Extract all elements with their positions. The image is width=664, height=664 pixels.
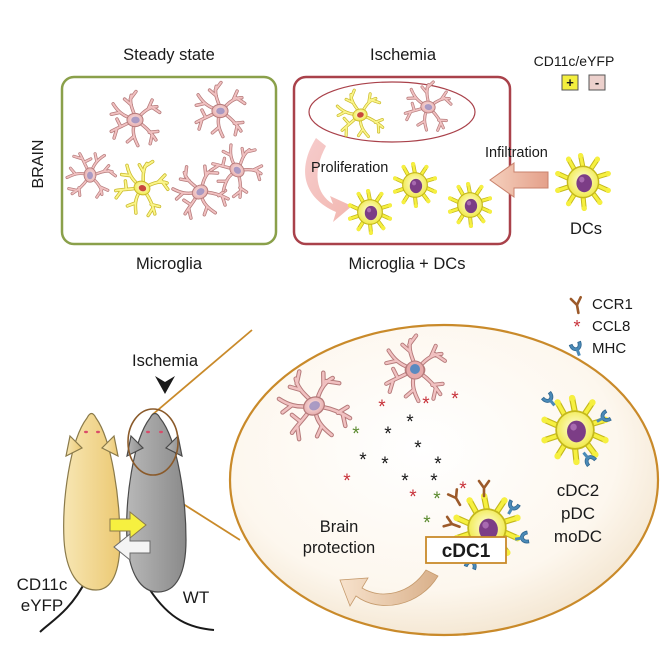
ccl8-asterisk: * — [406, 412, 414, 433]
ccl8-asterisk: * — [352, 424, 360, 445]
ccl8-asterisk: * — [430, 471, 438, 492]
legend-positive-swatch — [561, 74, 579, 91]
legend-negative-swatch — [588, 74, 606, 91]
legend-ccr1-label: CCR1 — [592, 296, 633, 313]
exchange-arrow-left — [113, 532, 151, 562]
infiltration-label: Infiltration — [485, 145, 548, 161]
dc-subset-cdc2: cDC2 — [557, 481, 600, 500]
ccl8-asterisk: * — [423, 513, 431, 534]
brain-protection-line1: Brain — [320, 518, 359, 536]
ccl8-asterisk: * — [414, 438, 422, 459]
protection-arrow — [339, 569, 439, 607]
ccl8-asterisk: * — [378, 397, 386, 418]
ccl8-asterisk: * — [459, 479, 467, 500]
ccl8-asterisk: * — [359, 450, 367, 471]
exchange-arrow-right — [109, 510, 147, 540]
mouse-left-label-line2: eYFP — [21, 596, 64, 615]
mouse-cd11c-eyfp — [63, 412, 121, 591]
mouse-wt — [126, 412, 187, 593]
dcs-label: DCs — [570, 220, 602, 238]
legend-negative-label: - — [595, 75, 599, 90]
ccr1-receptor-icon — [569, 295, 585, 316]
infiltration-arrow — [489, 162, 549, 198]
legend-mhc-label: MHC — [592, 340, 626, 357]
mouse-wt-label: WT — [183, 588, 209, 607]
mouse-ear — [65, 434, 84, 458]
cdc1-label: cDC1 — [442, 541, 491, 562]
proliferation-label: Proliferation — [311, 160, 388, 176]
ccl8-asterisk: * — [343, 471, 351, 492]
legend-title: CD11c/eYFP — [534, 53, 615, 69]
zoom-line-top — [151, 329, 253, 416]
ccl8-chemokines: * * * * * * * * * * * * * * * * * — [343, 389, 467, 534]
mouse-left-label-line1: CD11c — [17, 575, 68, 594]
mouse-ear — [100, 434, 119, 458]
dc-subset-pdc: pDC — [561, 504, 595, 523]
dc-cell-infiltrating — [555, 153, 611, 211]
proliferation-oval — [308, 81, 476, 143]
legend-positive-label: + — [566, 75, 574, 90]
dc-subset-modc: moDC — [554, 527, 602, 546]
brain-side-label: BRAIN — [30, 140, 47, 189]
ccl8-asterisk: * — [451, 389, 459, 410]
ischemia-marker-label: Ischemia — [132, 352, 199, 370]
ccl8-asterisk-icon: * — [573, 317, 580, 337]
microglia-dcs-caption: Microglia + DCs — [349, 255, 466, 273]
proliferation-arrow — [305, 138, 352, 222]
zoom-oval — [228, 323, 660, 637]
steady-state-title: Steady state — [123, 46, 215, 64]
brain-protection-line2: protection — [303, 539, 375, 557]
mouse-ear — [126, 434, 145, 458]
ccl8-asterisk: * — [433, 489, 441, 510]
microglia-caption: Microglia — [136, 255, 203, 273]
brain-region-circle — [127, 408, 179, 476]
mouse-tail-left — [39, 579, 87, 633]
parabiosis-mice — [39, 408, 215, 633]
activated-microglia — [386, 336, 445, 402]
ccl8-asterisk: * — [434, 454, 442, 475]
legend-ccl8-label: CCL8 — [592, 318, 630, 335]
ccl8-asterisk: * — [422, 394, 430, 415]
ccl8-asterisk: * — [409, 487, 417, 508]
ischemia-marker-arrowhead — [155, 376, 175, 394]
mouse-tail-right — [149, 589, 215, 631]
ccl8-asterisk: * — [384, 424, 392, 445]
cdc1-box — [425, 536, 507, 564]
ccl8-asterisk: * — [381, 454, 389, 475]
ccl8-asterisk: * — [401, 471, 409, 492]
ischemia-title: Ischemia — [370, 46, 437, 64]
